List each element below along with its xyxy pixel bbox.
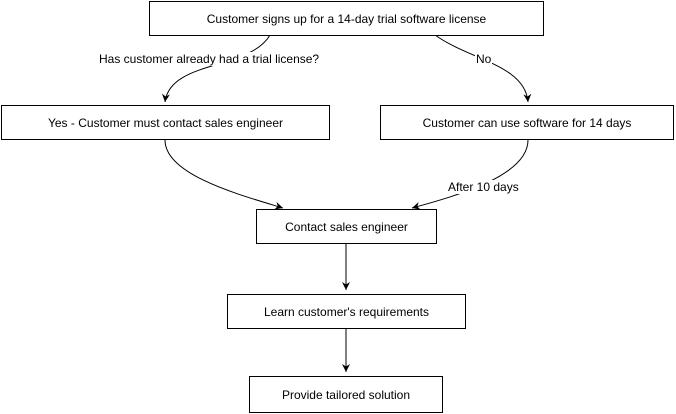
edge-label-question-text: Has customer already had a trial license… [99,52,320,66]
edge-use-software-to-contact [411,139,529,210]
node-learn-label: Learn customer's requirements [263,304,430,319]
node-learn: Learn customer's requirements [227,294,466,329]
node-signup-label: Customer signs up for a 14-day trial sof… [206,11,487,26]
edge-label-question: Has customer already had a trial license… [98,52,321,66]
edge-label-after-text: After 10 days [448,180,519,194]
node-use-software: Customer can use software for 14 days [380,105,674,140]
node-must-contact-label: Yes - Customer must contact sales engine… [47,115,283,130]
node-contact-label: Contact sales engineer [285,219,408,234]
node-provide-label: Provide tailored solution [281,387,411,402]
edge-label-after: After 10 days [447,180,520,194]
node-use-software-label: Customer can use software for 14 days [422,115,632,130]
edge-label-no: No [475,52,493,66]
node-signup: Customer signs up for a 14-day trial sof… [149,1,544,36]
edge-label-no-text: No [476,52,492,66]
node-provide: Provide tailored solution [249,376,443,413]
edge-must-contact-to-contact [164,139,284,210]
node-contact: Contact sales engineer [256,209,437,244]
edge-signup-to-must-contact [161,34,271,103]
edge-signup-to-use-software [434,34,532,103]
node-must-contact: Yes - Customer must contact sales engine… [1,105,330,140]
